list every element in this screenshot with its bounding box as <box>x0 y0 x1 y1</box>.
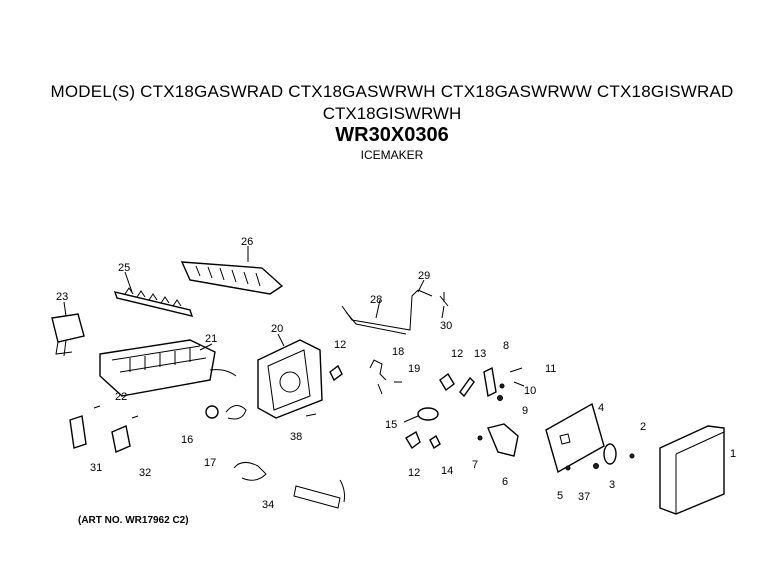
callout-23: 23 <box>56 291 68 303</box>
callout-28: 28 <box>370 294 382 306</box>
part-21-ice-mold <box>99 339 237 397</box>
part-26-stripper <box>180 246 284 295</box>
callout-34: 34 <box>262 499 274 511</box>
callout-4: 4 <box>598 402 604 414</box>
callout-37: 37 <box>578 491 590 503</box>
part-23-bracket <box>51 301 85 357</box>
callout-38: 38 <box>290 431 302 443</box>
part-20-housing <box>257 333 323 419</box>
callout-9: 9 <box>522 405 528 417</box>
callout-15: 15 <box>385 419 397 431</box>
callout-12-b: 12 <box>451 348 463 360</box>
callout-20: 20 <box>271 323 283 335</box>
part-28-fill-trough <box>341 279 449 335</box>
callout-13: 13 <box>474 348 486 360</box>
callout-14: 14 <box>441 465 453 477</box>
small-parts <box>69 359 635 509</box>
callout-22: 22 <box>115 391 127 403</box>
section-title: ICEMAKER <box>360 148 424 162</box>
callout-2: 2 <box>640 421 646 433</box>
callout-17: 17 <box>204 457 216 469</box>
model-list-line-2: CTX18GISWRWH <box>322 104 462 123</box>
callout-5: 5 <box>557 490 563 502</box>
art-number: (ART NO. WR17962 C2) <box>78 515 189 526</box>
callout-19: 19 <box>408 363 420 375</box>
callout-25: 25 <box>118 262 130 274</box>
callout-7: 7 <box>472 459 478 471</box>
callout-8: 8 <box>503 340 509 352</box>
callout-11: 11 <box>545 363 556 375</box>
callout-12-c: 12 <box>408 467 420 479</box>
callout-26: 26 <box>241 236 253 248</box>
callout-16: 16 <box>181 434 193 446</box>
callout-1: 1 <box>730 448 736 460</box>
callout-30: 30 <box>440 320 452 332</box>
part-number: WR30X0306 <box>335 124 449 146</box>
callout-31: 31 <box>90 462 102 474</box>
callout-10: 10 <box>524 385 536 397</box>
callout-12-a: 12 <box>334 339 346 351</box>
callout-3: 3 <box>609 479 615 491</box>
callout-32: 32 <box>139 467 151 479</box>
callout-6: 6 <box>502 476 508 488</box>
part-1-front-cover <box>659 425 725 515</box>
callout-29: 29 <box>418 270 430 282</box>
part-25-ejector <box>113 271 194 317</box>
callout-18: 18 <box>392 346 404 358</box>
callout-21: 21 <box>205 333 217 345</box>
model-list-line-1: MODEL(S) CTX18GASWRAD CTX18GASWRWH CTX18… <box>50 82 734 101</box>
